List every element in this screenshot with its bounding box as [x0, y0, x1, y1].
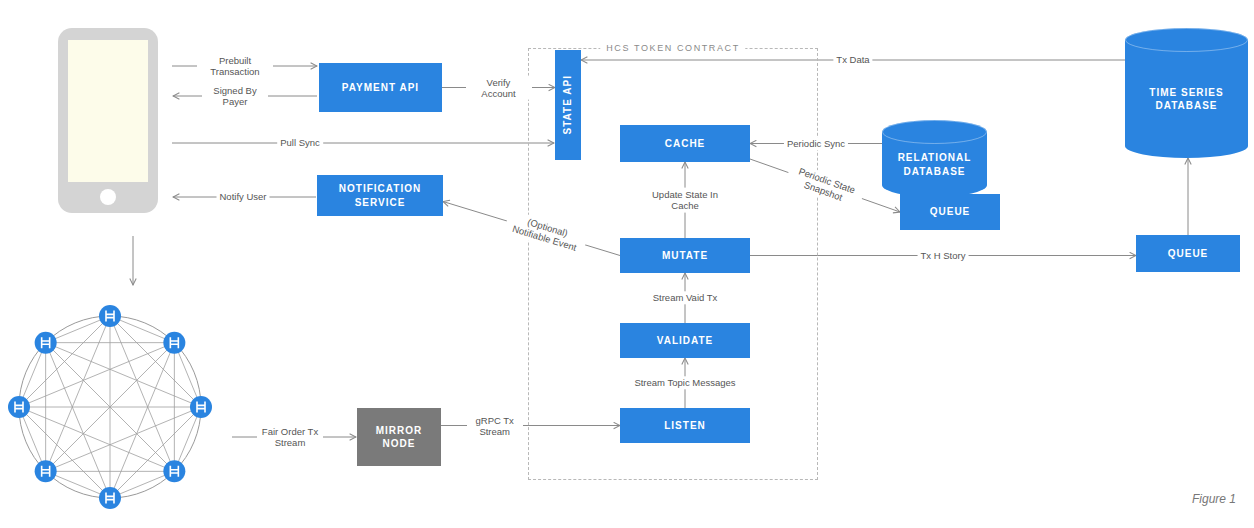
phone-icon	[58, 28, 158, 213]
cylinder-body	[1125, 28, 1248, 158]
cylinder-body	[882, 120, 987, 197]
figure-caption: Figure 1	[1192, 492, 1236, 506]
connector-label: gRPC Tx Stream	[467, 413, 523, 438]
database-cylinder: TIME SERIES DATABASE	[1125, 28, 1248, 158]
connector-label: Stream Vaid Tx	[650, 291, 721, 304]
hedera-node	[99, 487, 121, 509]
network-ring	[19, 316, 201, 498]
process-box: LISTEN	[620, 408, 750, 443]
region-heading: HCS TOKEN CONTRACT	[600, 42, 745, 54]
flow-label: Signed By Payer	[202, 84, 268, 109]
hedera-node	[163, 332, 185, 354]
hedera-node-circle	[163, 460, 185, 482]
queue-box: QUEUE	[900, 194, 1000, 230]
cylinder-top	[883, 121, 987, 144]
connector	[1188, 158, 1189, 235]
database-cylinder: RELATIONAL DATABASE	[882, 120, 987, 197]
flow-label: Notify User	[217, 190, 270, 203]
mesh-link	[46, 342, 175, 343]
node-label: NOTIFICATION SERVICE	[325, 182, 435, 209]
connector-label: Verify Account	[466, 75, 532, 100]
service-box: PAYMENT API	[319, 63, 442, 112]
mesh-link	[19, 407, 110, 498]
connector-label: Tx H Story	[918, 249, 969, 262]
cylinder-top	[1126, 29, 1248, 52]
node-label: MUTATE	[662, 249, 708, 263]
hedera-logo	[15, 402, 23, 413]
flow-label: Fair Order Tx Stream	[257, 425, 323, 450]
hedera-logo	[42, 337, 50, 348]
service-box: NOTIFICATION SERVICE	[317, 175, 443, 216]
connector-label: (Optional) Notifiable Event	[503, 209, 589, 257]
node-label: VALIDATE	[657, 334, 714, 348]
connector-label: Periodic State Snapshot	[784, 161, 866, 210]
node-label: STATE API	[561, 75, 575, 134]
flow-label: Prebuilt Transaction	[197, 54, 273, 79]
connector-label: Tx Data	[833, 53, 872, 66]
connector	[750, 159, 900, 212]
node-label: PAYMENT API	[342, 81, 419, 95]
hedera-node-circle	[99, 305, 121, 327]
node-label: CACHE	[665, 137, 706, 151]
hedera-node	[35, 332, 57, 354]
process-box: CACHE	[620, 125, 750, 162]
contract-boundary: STATE APICACHEMUTATEVALIDATELISTENHCS TO…	[528, 48, 818, 480]
process-box: VALIDATE	[620, 323, 750, 358]
connector-label: Stream Topic Messages	[631, 376, 738, 389]
connector-label: Update State In Cache	[646, 188, 724, 213]
node-label: TIME SERIES DATABASE	[1134, 86, 1239, 113]
queue-box: QUEUE	[1136, 235, 1240, 272]
hedera-node-circle	[99, 487, 121, 509]
mesh-link	[46, 471, 175, 472]
hedera-node	[190, 396, 212, 418]
hedera-logo	[106, 493, 114, 504]
submit-arrow	[133, 236, 134, 285]
hedera-node	[163, 460, 185, 482]
hedera-node	[99, 305, 121, 327]
hedera-logo	[106, 311, 114, 322]
hedera-node-circle	[163, 332, 185, 354]
hedera-node-circle	[190, 396, 212, 418]
hedera-logo	[42, 466, 50, 477]
node-label: QUEUE	[930, 205, 971, 219]
flow-label: Pull Sync	[277, 136, 323, 149]
node-label: LISTEN	[664, 419, 706, 433]
node-label: QUEUE	[1168, 247, 1209, 261]
hedera-network	[8, 305, 212, 509]
hedera-logo	[170, 466, 178, 477]
phone-body	[58, 28, 158, 213]
mirror-node-box: MIRROR NODE	[357, 408, 441, 466]
process-box: MUTATE	[620, 238, 750, 273]
hedera-node-circle	[35, 460, 57, 482]
hedera-logo	[197, 402, 205, 413]
node-label: RELATIONAL DATABASE	[891, 151, 978, 178]
api-box: STATE API	[555, 50, 581, 160]
connector-label: Periodic Sync	[784, 137, 848, 150]
hedera-node-circle	[35, 332, 57, 354]
phone-screen	[68, 40, 148, 182]
phone-button	[100, 189, 116, 205]
hedera-logo	[170, 337, 178, 348]
mesh-link	[46, 343, 175, 472]
hedera-node	[8, 396, 30, 418]
node-label: MIRROR NODE	[365, 424, 433, 451]
sync-arrow	[172, 143, 554, 144]
hedera-node	[35, 460, 57, 482]
hedera-node-circle	[8, 396, 30, 418]
mesh-link	[45, 343, 46, 472]
